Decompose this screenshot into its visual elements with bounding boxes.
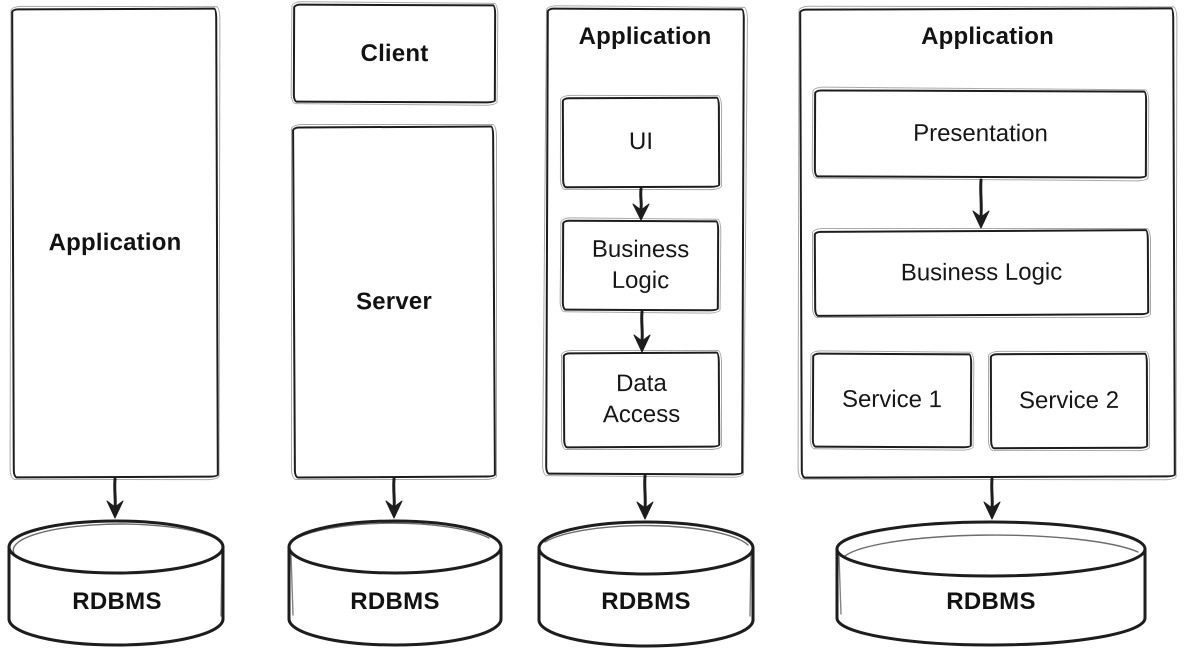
rdbms-label-tier1: RDBMS <box>72 588 162 615</box>
server-box-label: Server <box>355 287 433 316</box>
service1-box: Service 1 <box>811 352 973 449</box>
application-box-tier1: Application <box>11 7 219 479</box>
arrow-tier1-to-db <box>106 477 124 519</box>
client-box: Client <box>292 3 497 104</box>
business-logic-box-tier4: Business Logic <box>813 229 1150 317</box>
presentation-box: Presentation <box>813 89 1148 179</box>
arrow-tier2-to-db <box>385 477 403 519</box>
rdbms-cylinder-tier4 <box>835 520 1147 647</box>
application-box-tier1-label: Application <box>48 228 182 257</box>
service2-box: Service 2 <box>989 352 1149 450</box>
service2-box-label: Service 2 <box>1018 386 1120 414</box>
data-access-box-label: Data Access <box>602 370 681 429</box>
data-access-box: Data Access <box>562 351 721 449</box>
rdbms-label-tier2: RDBMS <box>350 588 440 615</box>
rdbms-cylinder-tier2 <box>287 519 503 647</box>
ui-box: UI <box>561 96 721 189</box>
rdbms-label-tier3: RDBMS <box>601 588 691 615</box>
ui-box-label: UI <box>628 128 654 156</box>
service1-box-label: Service 1 <box>841 385 943 414</box>
rdbms-label-tier4: RDBMS <box>946 588 1036 615</box>
arrow-tier3-to-db <box>636 474 654 520</box>
rdbms-cylinder-tier1 <box>7 519 225 647</box>
presentation-box-label: Presentation <box>913 119 1048 147</box>
arrow-tier4-to-db <box>983 477 1001 520</box>
application-container-tier4-title: Application <box>921 23 1054 50</box>
client-box-label: Client <box>360 39 429 67</box>
application-container-tier3-title: Application <box>578 23 712 50</box>
rdbms-cylinder-tier3 <box>537 520 755 648</box>
server-box: Server <box>292 125 496 479</box>
business-logic-box-tier3: Business Logic <box>561 219 720 312</box>
business-logic-box-tier3-label: Business Logic <box>591 235 690 294</box>
business-logic-box-tier4-label: Business Logic <box>900 258 1063 287</box>
